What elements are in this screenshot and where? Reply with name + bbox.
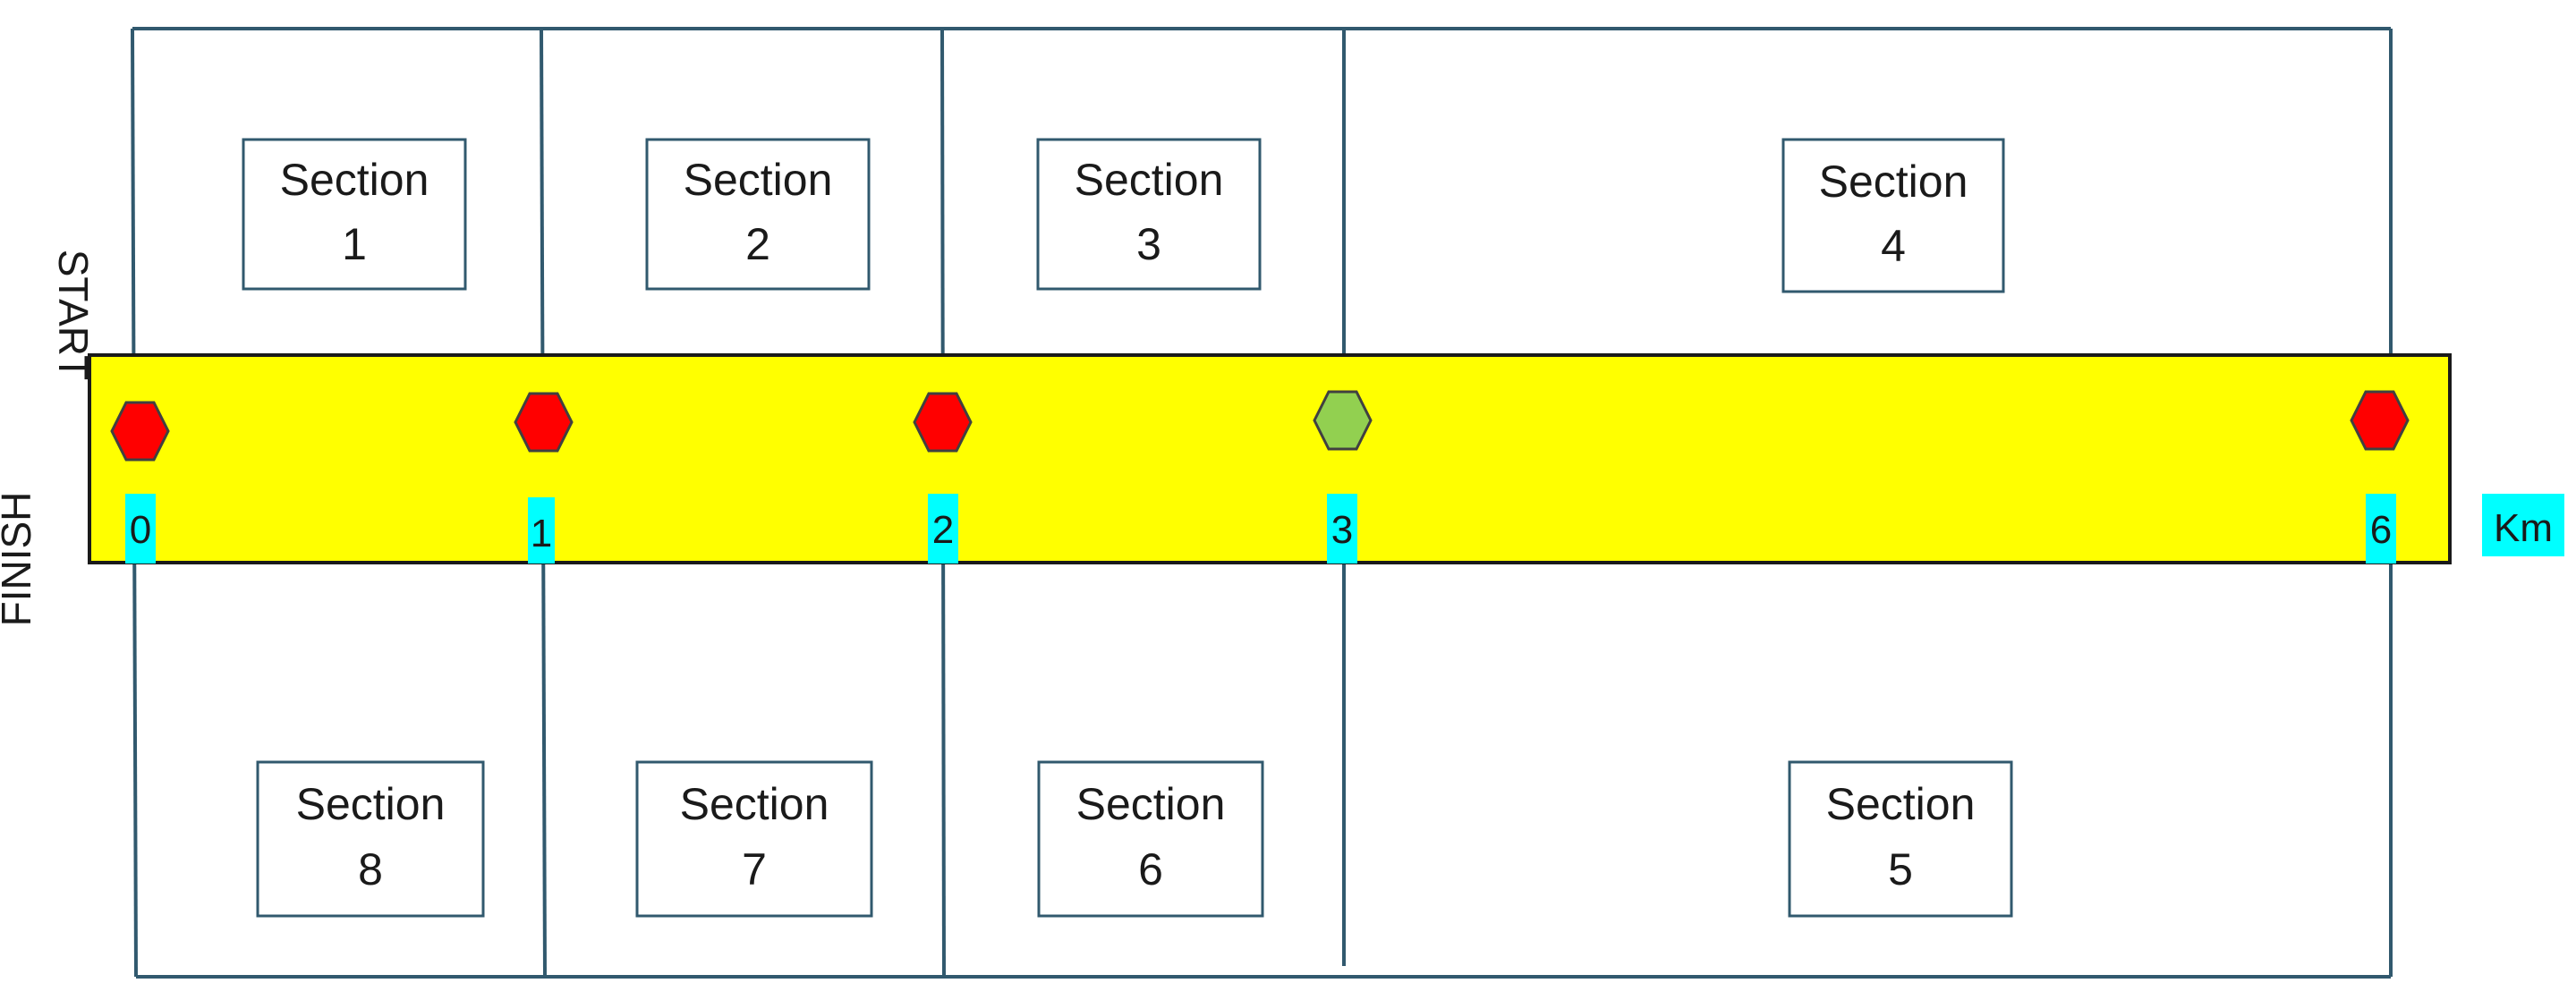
section-box-1: Section 1 <box>242 138 467 291</box>
checkpoint-marker-km-1 <box>514 392 574 453</box>
section-box-3: Section 3 <box>1036 138 1262 291</box>
checkpoint-marker-km-6 <box>2350 390 2410 451</box>
section-3-number: 3 <box>1136 219 1161 269</box>
section-box-4: Section 4 <box>1781 138 2005 293</box>
km-label-2: 2 <box>932 508 954 552</box>
section-4-title: Section <box>1819 157 1968 207</box>
section-6-title: Section <box>1076 779 1226 829</box>
km-label-bg-3 <box>1327 494 1357 564</box>
section-1-number: 1 <box>342 219 367 269</box>
section-2-title: Section <box>684 155 833 205</box>
start-label: START <box>50 250 97 381</box>
km-label-0: 0 <box>130 508 151 552</box>
section-8-number: 8 <box>358 844 383 894</box>
section-box-7: Section 7 <box>635 760 873 918</box>
section-8-title: Section <box>296 779 446 829</box>
section-7-number: 7 <box>742 844 767 894</box>
km-label-1: 1 <box>531 512 552 555</box>
checkpoint-marker-km-2 <box>913 392 973 453</box>
section-box-8: Section 8 <box>256 760 485 918</box>
km-label-6: 6 <box>2370 508 2392 552</box>
section-box-6: Section 6 <box>1037 760 1264 918</box>
unit-label-bg <box>2482 494 2564 556</box>
km-label-bg-1 <box>528 497 555 564</box>
km-label-bg-0 <box>125 494 156 564</box>
section-5-title: Section <box>1826 779 1976 829</box>
km-label-bg-6 <box>2366 494 2396 564</box>
section-6-number: 6 <box>1138 844 1163 894</box>
checkpoint-marker-km-3 <box>1313 390 1373 451</box>
section-4-number: 4 <box>1881 221 1906 271</box>
section-7-title: Section <box>680 779 829 829</box>
km-label-bg-2 <box>928 494 958 564</box>
km-label-3: 3 <box>1331 508 1353 552</box>
unit-label: Km <box>2494 506 2553 550</box>
section-box-2: Section 2 <box>645 138 871 291</box>
section-3-title: Section <box>1075 155 1224 205</box>
section-1-title: Section <box>280 155 429 205</box>
checkpoint-marker-km-0 <box>110 401 170 462</box>
road-band <box>88 353 2452 564</box>
section-box-5: Section 5 <box>1788 760 2013 918</box>
section-2-number: 2 <box>745 219 770 269</box>
section-5-number: 5 <box>1888 844 1913 894</box>
finish-label: FINISH <box>0 492 39 627</box>
